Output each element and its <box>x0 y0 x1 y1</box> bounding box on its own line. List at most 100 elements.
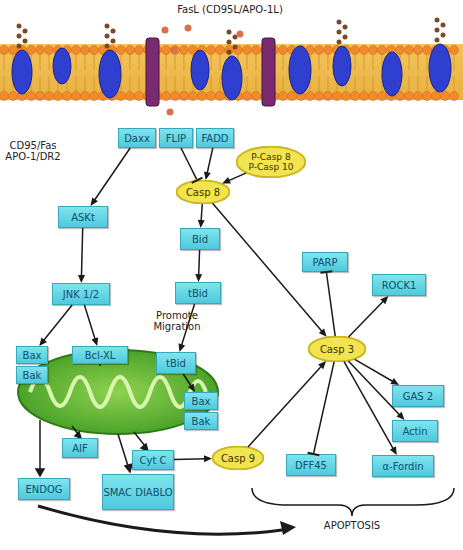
oval-shape <box>213 446 264 469</box>
lipid-head <box>81 92 90 101</box>
lipid-head <box>135 92 144 101</box>
lipid-head <box>396 46 405 55</box>
connector <box>355 359 399 385</box>
protein-box: tBid <box>156 352 196 374</box>
lipid-layer <box>0 46 459 101</box>
node-text: DFF45 <box>295 460 327 471</box>
lipid-head <box>180 92 189 101</box>
protein-box: Bax <box>16 346 48 364</box>
protein-box: Bid <box>180 228 220 250</box>
protein-box: α-Fordin <box>372 455 434 477</box>
release-arrow <box>134 432 145 446</box>
connector <box>181 148 203 183</box>
lipid-tail <box>220 76 221 92</box>
lipid-head <box>207 92 216 101</box>
node-text: FLIP <box>166 133 186 144</box>
protein-box: ROCK1 <box>372 274 426 296</box>
membrane-protein <box>333 46 351 86</box>
connector-line <box>174 458 206 460</box>
lipid-head <box>63 92 72 101</box>
lipid-head <box>423 92 432 101</box>
connector-line <box>94 148 130 201</box>
protein-box: Bak <box>16 366 48 384</box>
arrow-head <box>78 275 85 283</box>
protein-box: ENDOG <box>18 478 70 500</box>
lipid-tail <box>4 76 5 92</box>
lipid-tail <box>409 76 410 92</box>
lipid-head <box>36 46 45 55</box>
node-text: Daxx <box>124 133 150 144</box>
connector <box>91 148 131 206</box>
lipid-head <box>351 92 360 101</box>
sugar-bead <box>227 40 232 45</box>
lipid-tail <box>139 76 140 92</box>
caspase-oval: Casp 9 <box>212 446 264 470</box>
connector-line <box>198 250 200 276</box>
arrow-head <box>195 274 202 282</box>
sugar-bead <box>227 50 232 55</box>
lipid-head <box>45 46 54 55</box>
connector-line <box>43 305 72 341</box>
connector <box>84 305 98 346</box>
lipid-tail <box>211 54 212 70</box>
lipid-head <box>441 92 450 101</box>
lipid-head <box>414 46 423 55</box>
sugar-bead <box>435 18 440 23</box>
lipid-head <box>234 46 243 55</box>
lipid-tail <box>364 54 365 70</box>
lipid-head <box>36 92 45 101</box>
lipid-tail <box>247 54 248 70</box>
lipid-tail <box>166 54 167 70</box>
lipid-head <box>279 46 288 55</box>
protein-box: FLIP <box>159 128 193 148</box>
arrow-head <box>36 469 44 476</box>
connector-line <box>183 374 192 387</box>
arrow-head <box>390 446 397 455</box>
lipid-tail <box>454 76 455 92</box>
arrow-head <box>179 343 186 352</box>
lipid-tail <box>130 54 131 70</box>
node-text: ROCK1 <box>382 280 417 291</box>
lipid-tail <box>328 76 329 92</box>
connector-line <box>348 361 400 416</box>
membrane-protein <box>53 48 71 84</box>
sugar-bead <box>343 35 348 40</box>
connector-line <box>344 362 394 450</box>
oval-shape <box>177 180 230 203</box>
lipid-tail <box>220 54 221 70</box>
protein-box: Daxx <box>118 128 156 148</box>
lipid-head <box>198 92 207 101</box>
lipid-tail <box>184 76 185 92</box>
membrane-band <box>0 44 463 100</box>
lipid-head <box>423 46 432 55</box>
connector <box>183 374 195 392</box>
lipid-tail <box>49 54 50 70</box>
arrow-head <box>390 378 399 385</box>
release-arrow <box>72 426 78 434</box>
lipid-head <box>243 46 252 55</box>
lipid-tail <box>373 54 374 70</box>
lipid-head <box>90 46 99 55</box>
lipid-tail <box>283 54 284 70</box>
lipid-head <box>243 92 252 101</box>
caspase-oval: Casp 8 <box>176 180 230 204</box>
lipid-head <box>432 92 441 101</box>
connector-line <box>207 148 213 174</box>
protein-box: Bcl-XL <box>72 346 128 364</box>
lipid-tail <box>418 76 419 92</box>
inhibit-bar <box>308 453 320 456</box>
arrow-head <box>222 177 231 183</box>
arrow-head <box>204 455 212 462</box>
lipid-head <box>0 92 9 101</box>
lipid-head <box>360 46 369 55</box>
protein-box: ASKt <box>58 206 108 228</box>
caspase-oval: P-Casp 8P-Casp 10 <box>236 146 306 178</box>
node-text: Bak <box>23 370 42 381</box>
node-text: Casp 8 <box>186 187 220 198</box>
node-text: α-Fordin <box>382 461 423 472</box>
connector-line <box>81 228 82 277</box>
lipid-tail <box>175 76 176 92</box>
sugar-bead <box>105 34 110 39</box>
connector <box>248 361 326 447</box>
